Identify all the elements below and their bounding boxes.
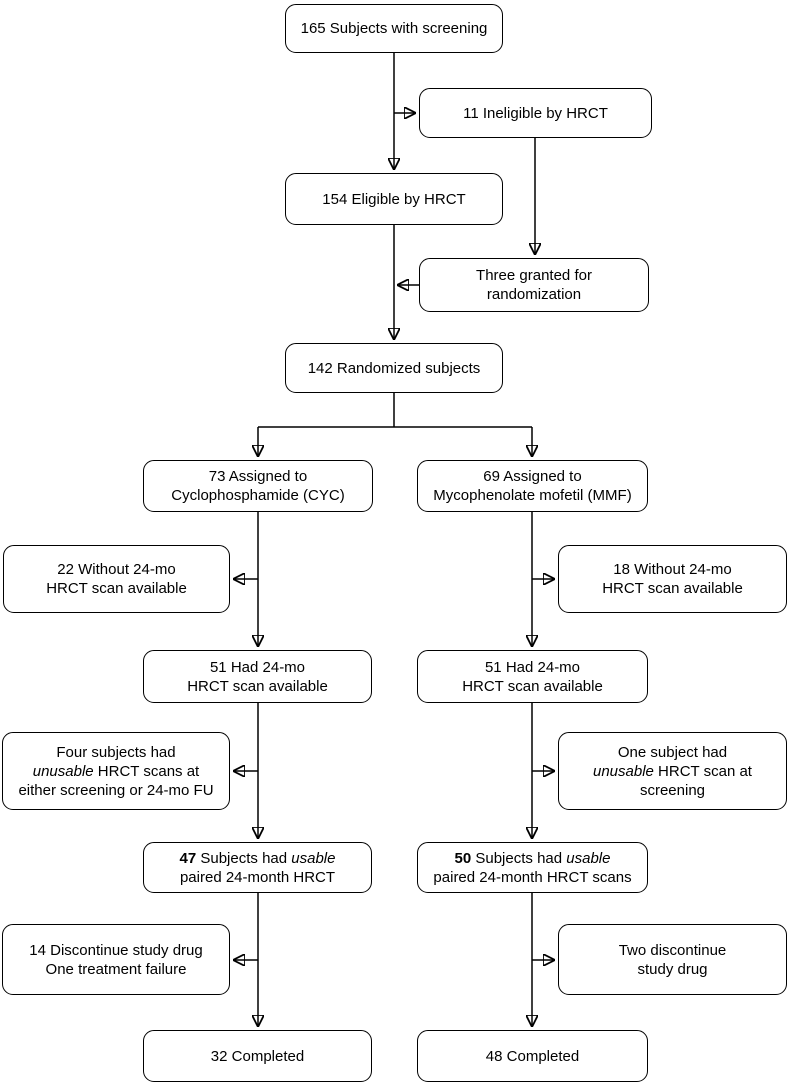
box-text-line: Four subjects had xyxy=(56,743,176,761)
box-text-line: 22 Without 24-mo xyxy=(57,561,176,578)
box-cyc-assigned: 73 Assigned to Cyclophosphamide (CYC) xyxy=(143,460,373,512)
box-text-line: Cyclophosphamide (CYC) xyxy=(171,487,345,504)
box-eligible-hrct: 154 Eligible by HRCT xyxy=(285,173,503,225)
box-text-line: One treatment failure xyxy=(45,960,187,978)
box-text-line: Mycophenolate mofetil (MMF) xyxy=(433,487,632,504)
box-cyc-completed: 32 Completed xyxy=(143,1030,372,1082)
box-text-line: HRCT scan available xyxy=(602,580,743,597)
box-text-line: study drug xyxy=(637,960,708,978)
box-text-line: 51 Had 24-mo xyxy=(484,658,581,676)
box-text-line: Three granted for xyxy=(476,267,592,284)
box-granted-randomization: Three granted for randomization xyxy=(419,258,649,312)
box-mmf-assigned: 69 Assigned to Mycophenolate mofetil (MMF… xyxy=(417,460,648,512)
box-screening: 165 Subjects with screening xyxy=(285,4,503,53)
line-randomized-split xyxy=(258,393,532,428)
box-text-line: paired 24-month HRCT scans xyxy=(433,868,632,886)
box-text-line: 50 Subjects had usable xyxy=(454,849,611,867)
box-text-line: 18 Without 24-mo xyxy=(613,561,732,578)
box-text-line: One subject had xyxy=(617,743,728,761)
box-text-line: 11 Ineligible by HRCT xyxy=(463,104,608,122)
box-text-line: HRCT scan available xyxy=(46,580,187,597)
box-text-line: 48 Completed xyxy=(485,1047,580,1065)
box-text-line: HRCT scan available xyxy=(187,677,328,695)
box-text-line: 142 Randomized subjects xyxy=(307,359,481,377)
box-text-line: 14 Discontinue study drug xyxy=(29,941,203,959)
box-text-line: 51 Had 24-mo xyxy=(209,658,306,676)
box-text-line: 47 Subjects had usable xyxy=(179,849,336,867)
box-text-line: HRCT scan available xyxy=(462,677,603,695)
box-text-line: randomization xyxy=(486,286,582,303)
box-ineligible-hrct: 11 Ineligible by HRCT xyxy=(419,88,652,138)
box-text-line: 32 Completed xyxy=(210,1047,305,1065)
box-randomized: 142 Randomized subjects xyxy=(285,343,503,393)
box-text-line: screening xyxy=(639,781,706,799)
box-text-line: Two discontinue xyxy=(618,941,727,959)
box-text-line: unusable HRCT scan at xyxy=(593,762,752,780)
box-mmf-completed: 48 Completed xyxy=(417,1030,648,1082)
box-text-line: paired 24-month HRCT xyxy=(179,868,336,886)
box-text-line: unusable HRCT scans at xyxy=(32,762,200,780)
box-text-line: 69 Assigned to xyxy=(483,468,582,485)
box-text-line: 73 Assigned to xyxy=(208,468,308,485)
box-text-line: 165 Subjects with screening xyxy=(300,20,488,37)
box-text-line: either screening or 24-mo FU xyxy=(18,781,214,799)
box-text-line: 154 Eligible by HRCT xyxy=(322,190,466,208)
